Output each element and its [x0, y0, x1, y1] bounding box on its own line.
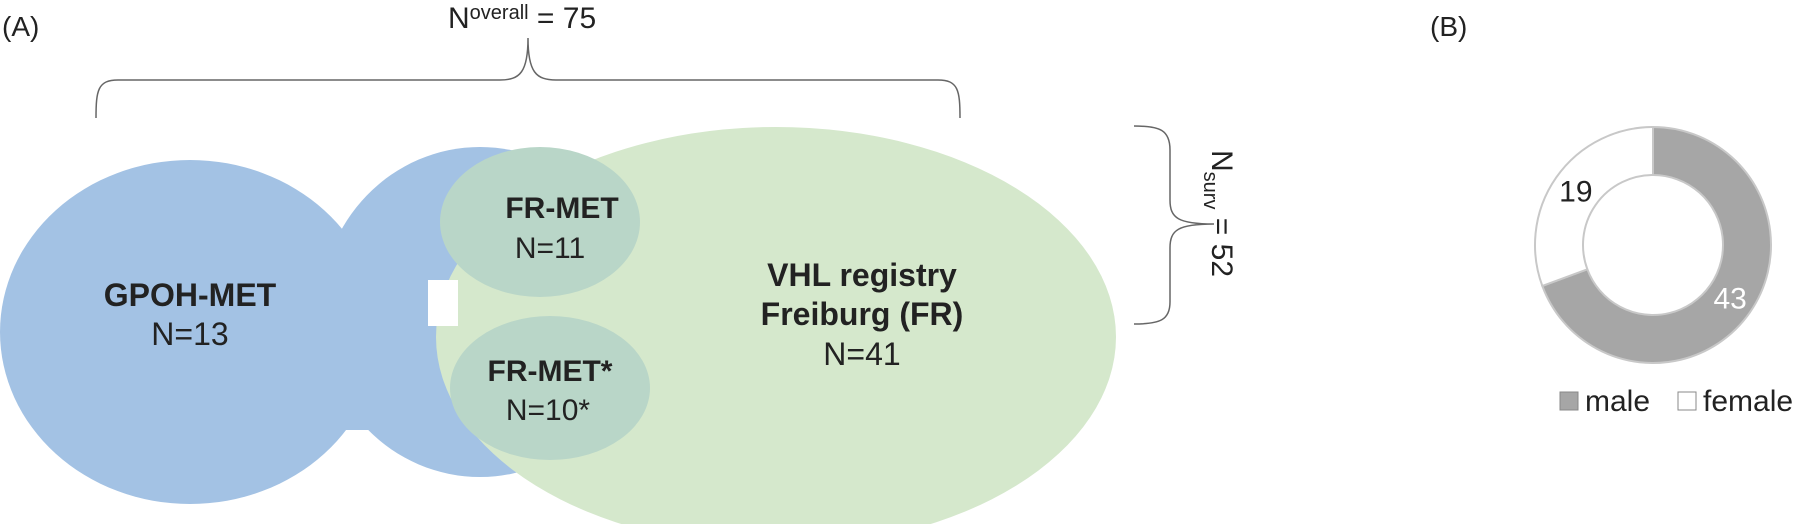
- frmet-overlap: [440, 147, 640, 297]
- frmet-star-name: FR-MET*: [488, 355, 613, 388]
- gpoh-name: GPOH-MET: [104, 277, 277, 313]
- vhl-name-line2: Freiburg (FR): [761, 296, 964, 332]
- panel-a-label: (A): [2, 11, 39, 42]
- panel-b-label: (B): [1430, 11, 1467, 42]
- donut-slice-male: [1541, 125, 1772, 364]
- gpoh-count: N=13: [151, 316, 228, 352]
- svg-text:Nsurv = 52: Nsurv = 52: [1199, 150, 1238, 277]
- donut-legend: male female: [1559, 385, 1793, 418]
- frmet-star-count: N=10*: [506, 394, 591, 427]
- frmet-name: FR-MET: [505, 192, 618, 225]
- set-gap: [428, 280, 458, 326]
- survival-count-label: Nsurv = 52: [1199, 150, 1238, 277]
- donut-slice-female: [1534, 125, 1654, 288]
- legend-female-swatch: [1677, 391, 1697, 411]
- overall-count-label: Noverall = 75: [448, 2, 596, 35]
- survival-brace: [1133, 125, 1215, 325]
- donut-value-female: 19: [1559, 175, 1592, 208]
- vhl-count: N=41: [823, 336, 900, 372]
- sex-donut-chart: 43 19: [1534, 125, 1772, 364]
- vhl-name-line1: VHL registry: [767, 257, 957, 293]
- legend-male-label: male: [1585, 385, 1650, 418]
- overall-brace: [95, 37, 961, 119]
- legend-female-label: female: [1703, 385, 1793, 418]
- frmet-count: N=11: [515, 232, 585, 265]
- frmet-star-overlap: [450, 316, 650, 460]
- donut-value-male: 43: [1713, 283, 1746, 316]
- legend-male-swatch: [1559, 391, 1579, 411]
